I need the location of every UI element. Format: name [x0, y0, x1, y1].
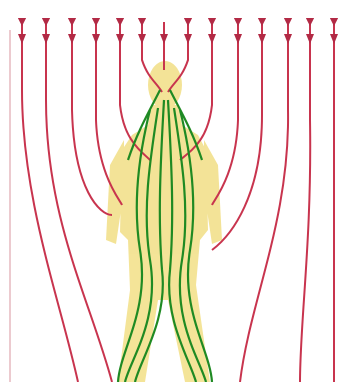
field-line-arrowhead [208, 34, 216, 44]
field-line [72, 22, 112, 215]
field-line-arrowhead [160, 34, 168, 44]
field-line-arrowhead [306, 34, 314, 44]
field-line-arrowhead [258, 34, 266, 44]
field-line [22, 22, 78, 382]
field-line-arrowhead [42, 34, 50, 44]
field-line-arrowhead [284, 34, 292, 44]
field-line-arrowhead [184, 34, 192, 44]
field-line [46, 22, 112, 382]
field-line [300, 22, 310, 382]
field-line-arrowhead [68, 34, 76, 44]
field-line-arrowhead [138, 34, 146, 44]
field-line-arrowhead [92, 34, 100, 44]
field-line-arrowhead [234, 34, 242, 44]
field-line-arrowhead [18, 34, 26, 44]
field-line-arrowhead [116, 34, 124, 44]
field-line-arrowhead [330, 34, 338, 44]
